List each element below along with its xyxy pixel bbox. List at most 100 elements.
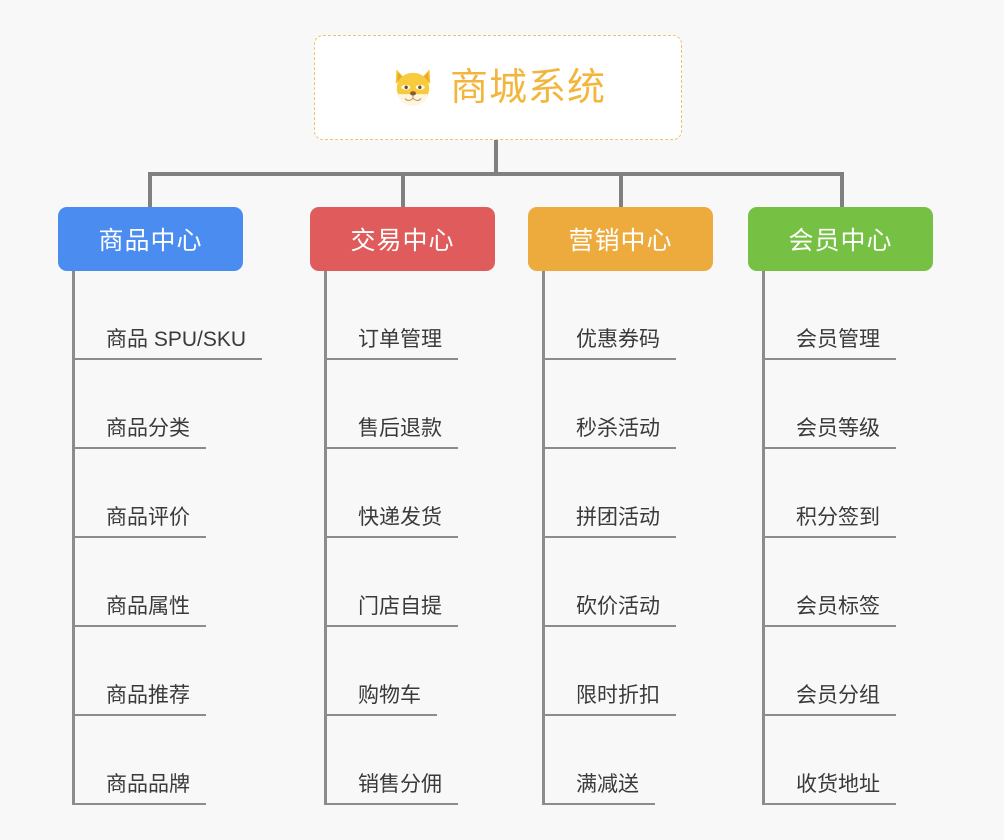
leaf-label: 商品推荐 bbox=[106, 684, 190, 707]
leaf-underline bbox=[324, 536, 458, 538]
branch-spine-2 bbox=[324, 271, 327, 805]
leaf-underline bbox=[324, 803, 458, 805]
connector-drop-3 bbox=[619, 172, 623, 209]
list-item[interactable]: 会员分组 bbox=[762, 627, 980, 716]
leaf-label: 商品分类 bbox=[106, 417, 190, 440]
leaf-underline bbox=[762, 714, 896, 716]
leaf-underline bbox=[762, 625, 896, 627]
leaf-underline bbox=[324, 447, 458, 449]
leaf-underline bbox=[324, 714, 437, 716]
leaf-underline bbox=[72, 447, 206, 449]
leaf-label: 销售分佣 bbox=[358, 773, 442, 796]
branch-body-1: 商品 SPU/SKU 商品分类 商品评价 商品属性 商品推荐 商品品牌 bbox=[58, 271, 290, 805]
leaf-label: 满减送 bbox=[576, 773, 639, 796]
root-title: 商城系统 bbox=[449, 66, 606, 109]
leaf-label: 会员分组 bbox=[796, 684, 880, 707]
leaf-underline bbox=[542, 358, 676, 360]
leaf-underline bbox=[762, 803, 896, 805]
leaf-underline bbox=[72, 803, 206, 805]
leaf-underline bbox=[542, 714, 676, 716]
branch-header-2[interactable]: 交易中心 bbox=[310, 207, 495, 271]
leaf-underline bbox=[72, 625, 206, 627]
branch-column-4: 会员中心 会员管理 会员等级 积分签到 会员标签 会员分组 bbox=[748, 207, 980, 805]
branch-spine-1 bbox=[72, 271, 75, 805]
leaf-label: 收货地址 bbox=[796, 773, 880, 796]
list-item[interactable]: 快递发货 bbox=[324, 449, 542, 538]
leaf-underline bbox=[762, 358, 896, 360]
list-item[interactable]: 限时折扣 bbox=[542, 627, 760, 716]
leaf-underline bbox=[324, 625, 458, 627]
list-item[interactable]: 砍价活动 bbox=[542, 538, 760, 627]
leaf-underline bbox=[72, 358, 262, 360]
leaf-label: 积分签到 bbox=[796, 506, 880, 529]
branch-header-label: 交易中心 bbox=[350, 227, 455, 255]
leaf-label: 优惠券码 bbox=[576, 328, 660, 351]
branch-header-label: 营销中心 bbox=[568, 227, 673, 255]
list-item[interactable]: 门店自提 bbox=[324, 538, 542, 627]
leaf-underline bbox=[762, 536, 896, 538]
leaf-label: 限时折扣 bbox=[576, 684, 660, 707]
leaf-underline bbox=[542, 536, 676, 538]
leaf-label: 商品 SPU/SKU bbox=[106, 328, 247, 351]
list-item[interactable]: 收货地址 bbox=[762, 716, 980, 805]
branch-column-1: 商品中心 商品 SPU/SKU 商品分类 商品评价 商品属性 商品推荐 bbox=[58, 207, 290, 805]
leaf-label: 砍价活动 bbox=[576, 595, 660, 618]
leaf-label: 售后退款 bbox=[358, 417, 442, 440]
list-item[interactable]: 订单管理 bbox=[324, 271, 542, 360]
list-item[interactable]: 积分签到 bbox=[762, 449, 980, 538]
branch-header-4[interactable]: 会员中心 bbox=[748, 207, 933, 271]
branch-body-4: 会员管理 会员等级 积分签到 会员标签 会员分组 收货地址 bbox=[748, 271, 980, 805]
branch-body-3: 优惠券码 秒杀活动 拼团活动 砍价活动 限时折扣 满减送 bbox=[528, 271, 760, 805]
leaf-label: 拼团活动 bbox=[576, 506, 660, 529]
connector-bus bbox=[150, 172, 844, 176]
shiba-dog-face-icon bbox=[395, 68, 431, 106]
leaf-label: 快递发货 bbox=[358, 506, 442, 529]
list-item[interactable]: 购物车 bbox=[324, 627, 542, 716]
branch-header-label: 会员中心 bbox=[788, 227, 893, 255]
list-item[interactable]: 优惠券码 bbox=[542, 271, 760, 360]
leaf-underline bbox=[324, 358, 458, 360]
leaf-label: 商品属性 bbox=[106, 595, 190, 618]
branch-header-label: 商品中心 bbox=[98, 227, 203, 255]
leaf-label: 购物车 bbox=[358, 684, 421, 707]
list-item[interactable]: 销售分佣 bbox=[324, 716, 542, 805]
leaf-label: 会员等级 bbox=[796, 417, 880, 440]
connector-drop-4 bbox=[840, 172, 844, 209]
list-item[interactable]: 秒杀活动 bbox=[542, 360, 760, 449]
branch-column-2: 交易中心 订单管理 售后退款 快递发货 门店自提 购物车 bbox=[310, 207, 542, 805]
branch-spine-3 bbox=[542, 271, 545, 805]
list-item[interactable]: 商品品牌 bbox=[72, 716, 290, 805]
list-item[interactable]: 满减送 bbox=[542, 716, 760, 805]
list-item[interactable]: 商品推荐 bbox=[72, 627, 290, 716]
branch-header-1[interactable]: 商品中心 bbox=[58, 207, 243, 271]
connector-drop-2 bbox=[401, 172, 405, 209]
list-item[interactable]: 拼团活动 bbox=[542, 449, 760, 538]
connector-root-stem bbox=[494, 140, 498, 176]
leaf-label: 门店自提 bbox=[358, 595, 442, 618]
branch-header-3[interactable]: 营销中心 bbox=[528, 207, 713, 271]
list-item[interactable]: 商品评价 bbox=[72, 449, 290, 538]
leaf-underline bbox=[542, 447, 676, 449]
leaf-label: 订单管理 bbox=[358, 328, 442, 351]
list-item[interactable]: 商品属性 bbox=[72, 538, 290, 627]
leaf-label: 秒杀活动 bbox=[576, 417, 660, 440]
list-item[interactable]: 售后退款 bbox=[324, 360, 542, 449]
list-item[interactable]: 商品 SPU/SKU bbox=[72, 271, 290, 360]
leaf-label: 商品品牌 bbox=[106, 773, 190, 796]
leaf-label: 会员标签 bbox=[796, 595, 880, 618]
root-node[interactable]: 商城系统 bbox=[314, 35, 682, 140]
leaf-label: 商品评价 bbox=[106, 506, 190, 529]
list-item[interactable]: 会员标签 bbox=[762, 538, 980, 627]
branch-body-2: 订单管理 售后退款 快递发货 门店自提 购物车 销售分佣 bbox=[310, 271, 542, 805]
branch-spine-4 bbox=[762, 271, 765, 805]
list-item[interactable]: 商品分类 bbox=[72, 360, 290, 449]
leaf-underline bbox=[762, 447, 896, 449]
leaf-underline bbox=[72, 536, 206, 538]
list-item[interactable]: 会员管理 bbox=[762, 271, 980, 360]
leaf-underline bbox=[542, 803, 655, 805]
list-item[interactable]: 会员等级 bbox=[762, 360, 980, 449]
branch-column-3: 营销中心 优惠券码 秒杀活动 拼团活动 砍价活动 限时折扣 bbox=[528, 207, 760, 805]
leaf-label: 会员管理 bbox=[796, 328, 880, 351]
leaf-underline bbox=[542, 625, 676, 627]
